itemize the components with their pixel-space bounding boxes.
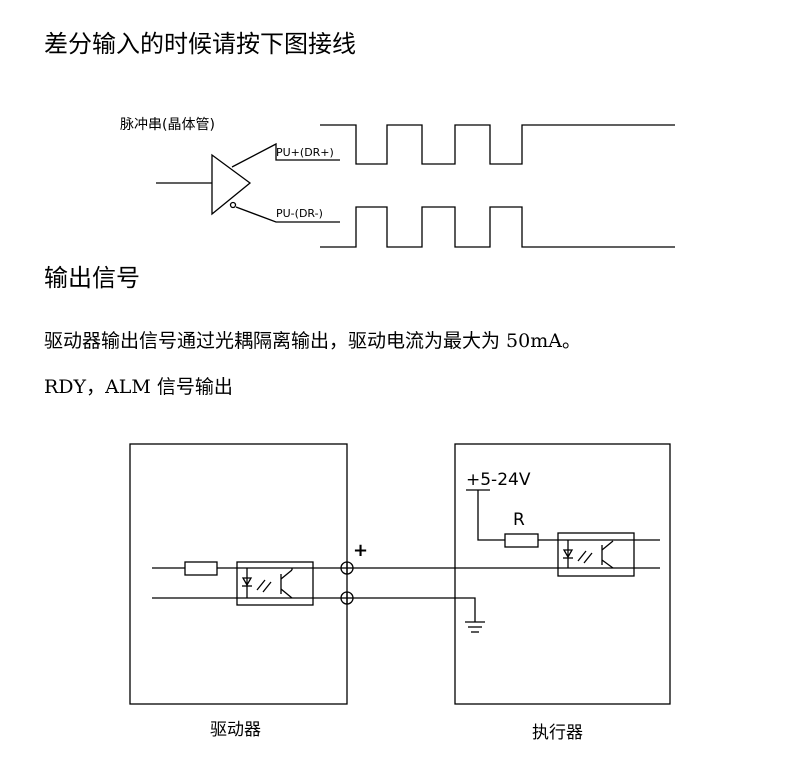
ground-wire xyxy=(353,597,476,622)
driver-resistor xyxy=(184,561,218,576)
output-signal-diagram: + +5-24V R 驱动器 执行器 xyxy=(129,443,671,743)
actuator-label: 执行器 xyxy=(532,723,583,743)
pu-minus-wire xyxy=(235,206,340,223)
pu-plus-wire xyxy=(231,142,340,168)
resistor-label: R xyxy=(513,510,525,530)
ground-icon xyxy=(465,621,485,633)
actuator-box xyxy=(454,443,671,705)
output-signal-names: RDY，ALM 信号输出 xyxy=(44,376,233,398)
inverter-bubble xyxy=(229,201,237,209)
driver-label: 驱动器 xyxy=(210,720,261,740)
load-resistor xyxy=(504,533,539,548)
output-description: 驱动器输出信号通过光耦隔离输出，驱动电流为最大为 50mA。 xyxy=(44,330,581,352)
plus-sign: + xyxy=(353,540,368,561)
driver-optocoupler xyxy=(236,561,314,606)
driver-box xyxy=(129,443,348,705)
line-driver-symbol xyxy=(211,153,252,216)
actuator-optocoupler xyxy=(557,532,635,577)
pu-plus-label: PU+(DR+) xyxy=(276,146,334,159)
supply-voltage-label: +5-24V xyxy=(466,470,531,490)
pu-minus-waveform xyxy=(320,206,675,248)
pulse-train-label: 脉冲串(晶体管) xyxy=(120,117,215,133)
heading-output-signal: 输出信号 xyxy=(44,264,140,292)
pu-plus-waveform xyxy=(320,124,675,165)
supply-wire xyxy=(477,490,505,541)
heading-differential-input: 差分输入的时候请按下图接线 xyxy=(44,30,356,58)
pu-minus-label: PU-(DR-) xyxy=(276,207,323,220)
differential-input-diagram: 脉冲串(晶体管) PU+(DR+) PU-(DR-) xyxy=(120,117,675,248)
